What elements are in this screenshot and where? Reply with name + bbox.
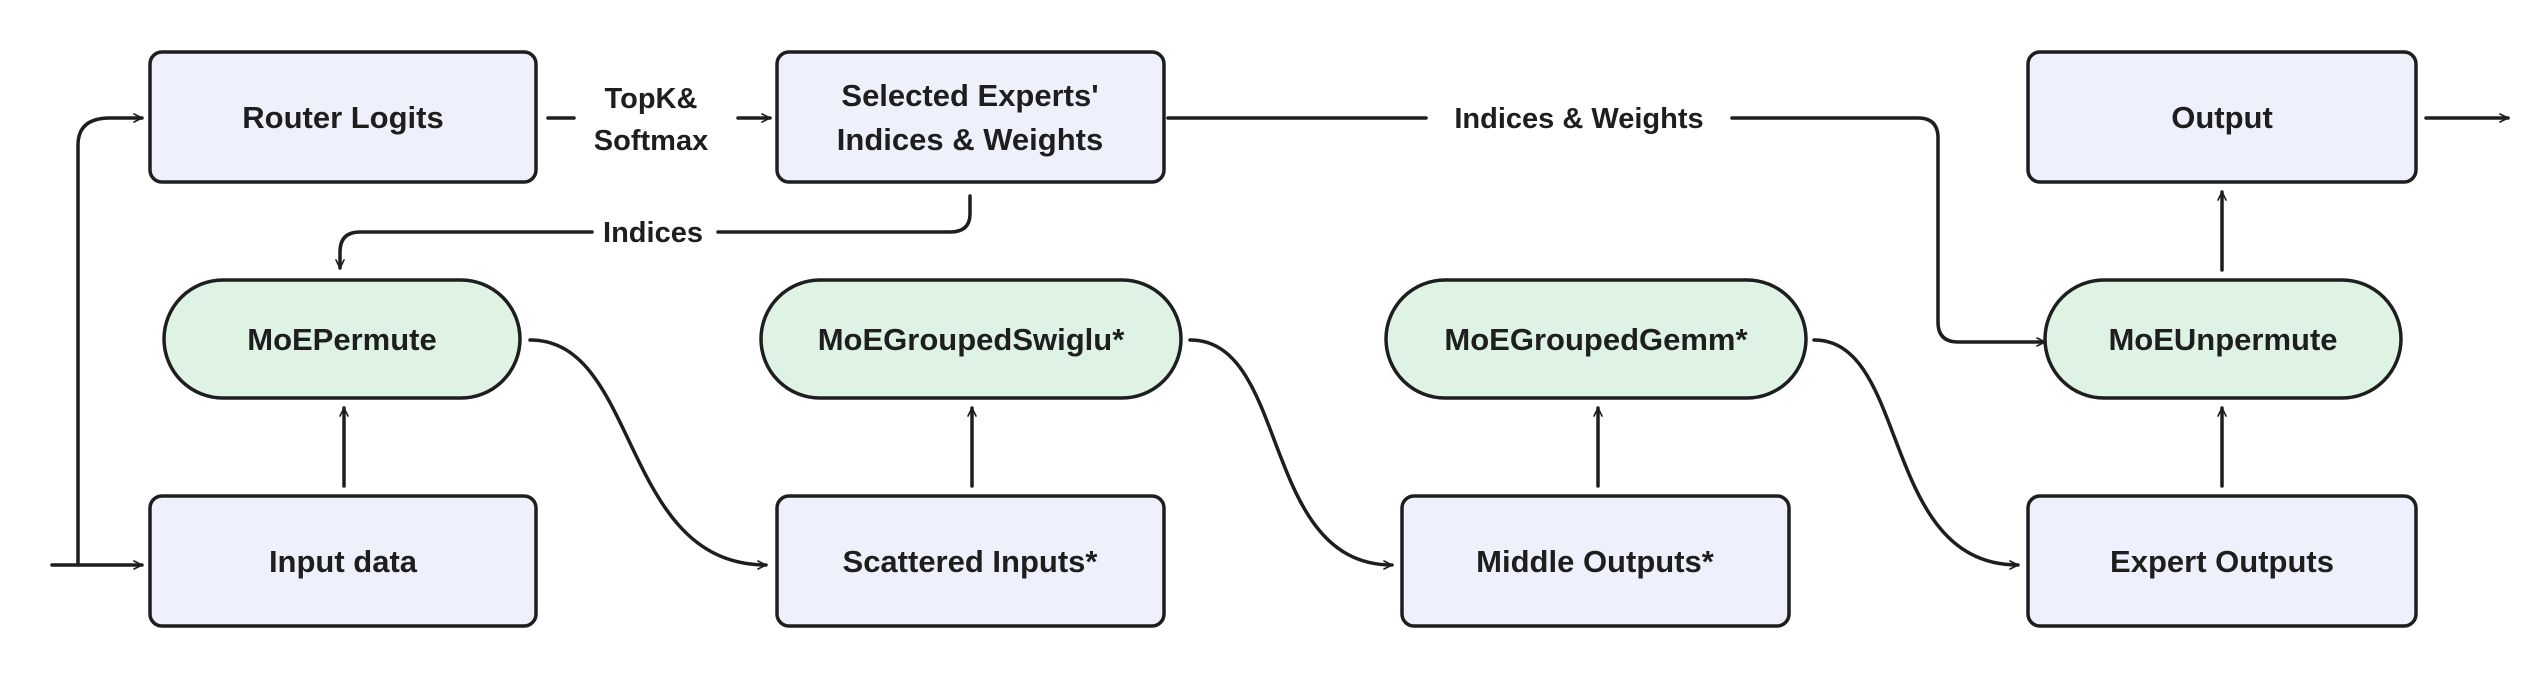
selected-experts-node: Selected Experts' Indices & Weights: [775, 50, 1166, 184]
router-logits-node: Router Logits: [148, 50, 538, 184]
moe-grouped-gemm-label: MoEGroupedGemm*: [1444, 322, 1748, 357]
moe-grouped-gemm-node: MoEGroupedGemm*: [1384, 278, 1808, 400]
moe-unpermute-node: MoEUnpermute: [2043, 278, 2403, 400]
swiglu-to-middle-edge: [1188, 338, 1394, 570]
input-to-router-logits-edge: [76, 113, 144, 567]
moe-grouped-swiglu-node: MoEGroupedSwiglu*: [759, 278, 1183, 400]
moe-unpermute-label: MoEUnpermute: [2108, 322, 2337, 357]
output-label: Output: [2171, 100, 2273, 135]
selected-experts-label-line2: Indices & Weights: [837, 122, 1103, 157]
scattered-inputs-node: Scattered Inputs*: [775, 494, 1166, 628]
input-data-label: Input data: [269, 544, 418, 579]
expert-outputs-node: Expert Outputs: [2026, 494, 2418, 628]
indices-weights-label: Indices & Weights: [1454, 103, 1703, 135]
permute-to-scattered-edge: [528, 338, 768, 570]
scattered-inputs-label: Scattered Inputs*: [843, 544, 1099, 579]
moe-grouped-swiglu-label: MoEGroupedSwiglu*: [818, 322, 1125, 357]
indices-edge-right: [716, 194, 972, 234]
moe-permute-label: MoEPermute: [247, 322, 436, 357]
moe-permute-node: MoEPermute: [162, 278, 522, 400]
output-node: Output: [2026, 50, 2418, 184]
middle-outputs-label: Middle Outputs*: [1476, 544, 1715, 579]
indices-weights-edge-right: [1730, 116, 2047, 347]
selected-experts-label-line1: Selected Experts': [841, 78, 1098, 113]
gemm-to-expert-outputs-edge: [1812, 338, 2020, 570]
indices-label: Indices: [603, 217, 703, 249]
input-data-node: Input data: [148, 494, 538, 628]
indices-edge-left: [335, 230, 594, 270]
middle-outputs-node: Middle Outputs*: [1400, 494, 1791, 628]
router-logits-label: Router Logits: [242, 100, 444, 135]
topk-softmax-label-line1: TopK&: [605, 83, 698, 115]
expert-outputs-label: Expert Outputs: [2110, 544, 2334, 579]
topk-softmax-label-line2: Softmax: [594, 125, 708, 157]
